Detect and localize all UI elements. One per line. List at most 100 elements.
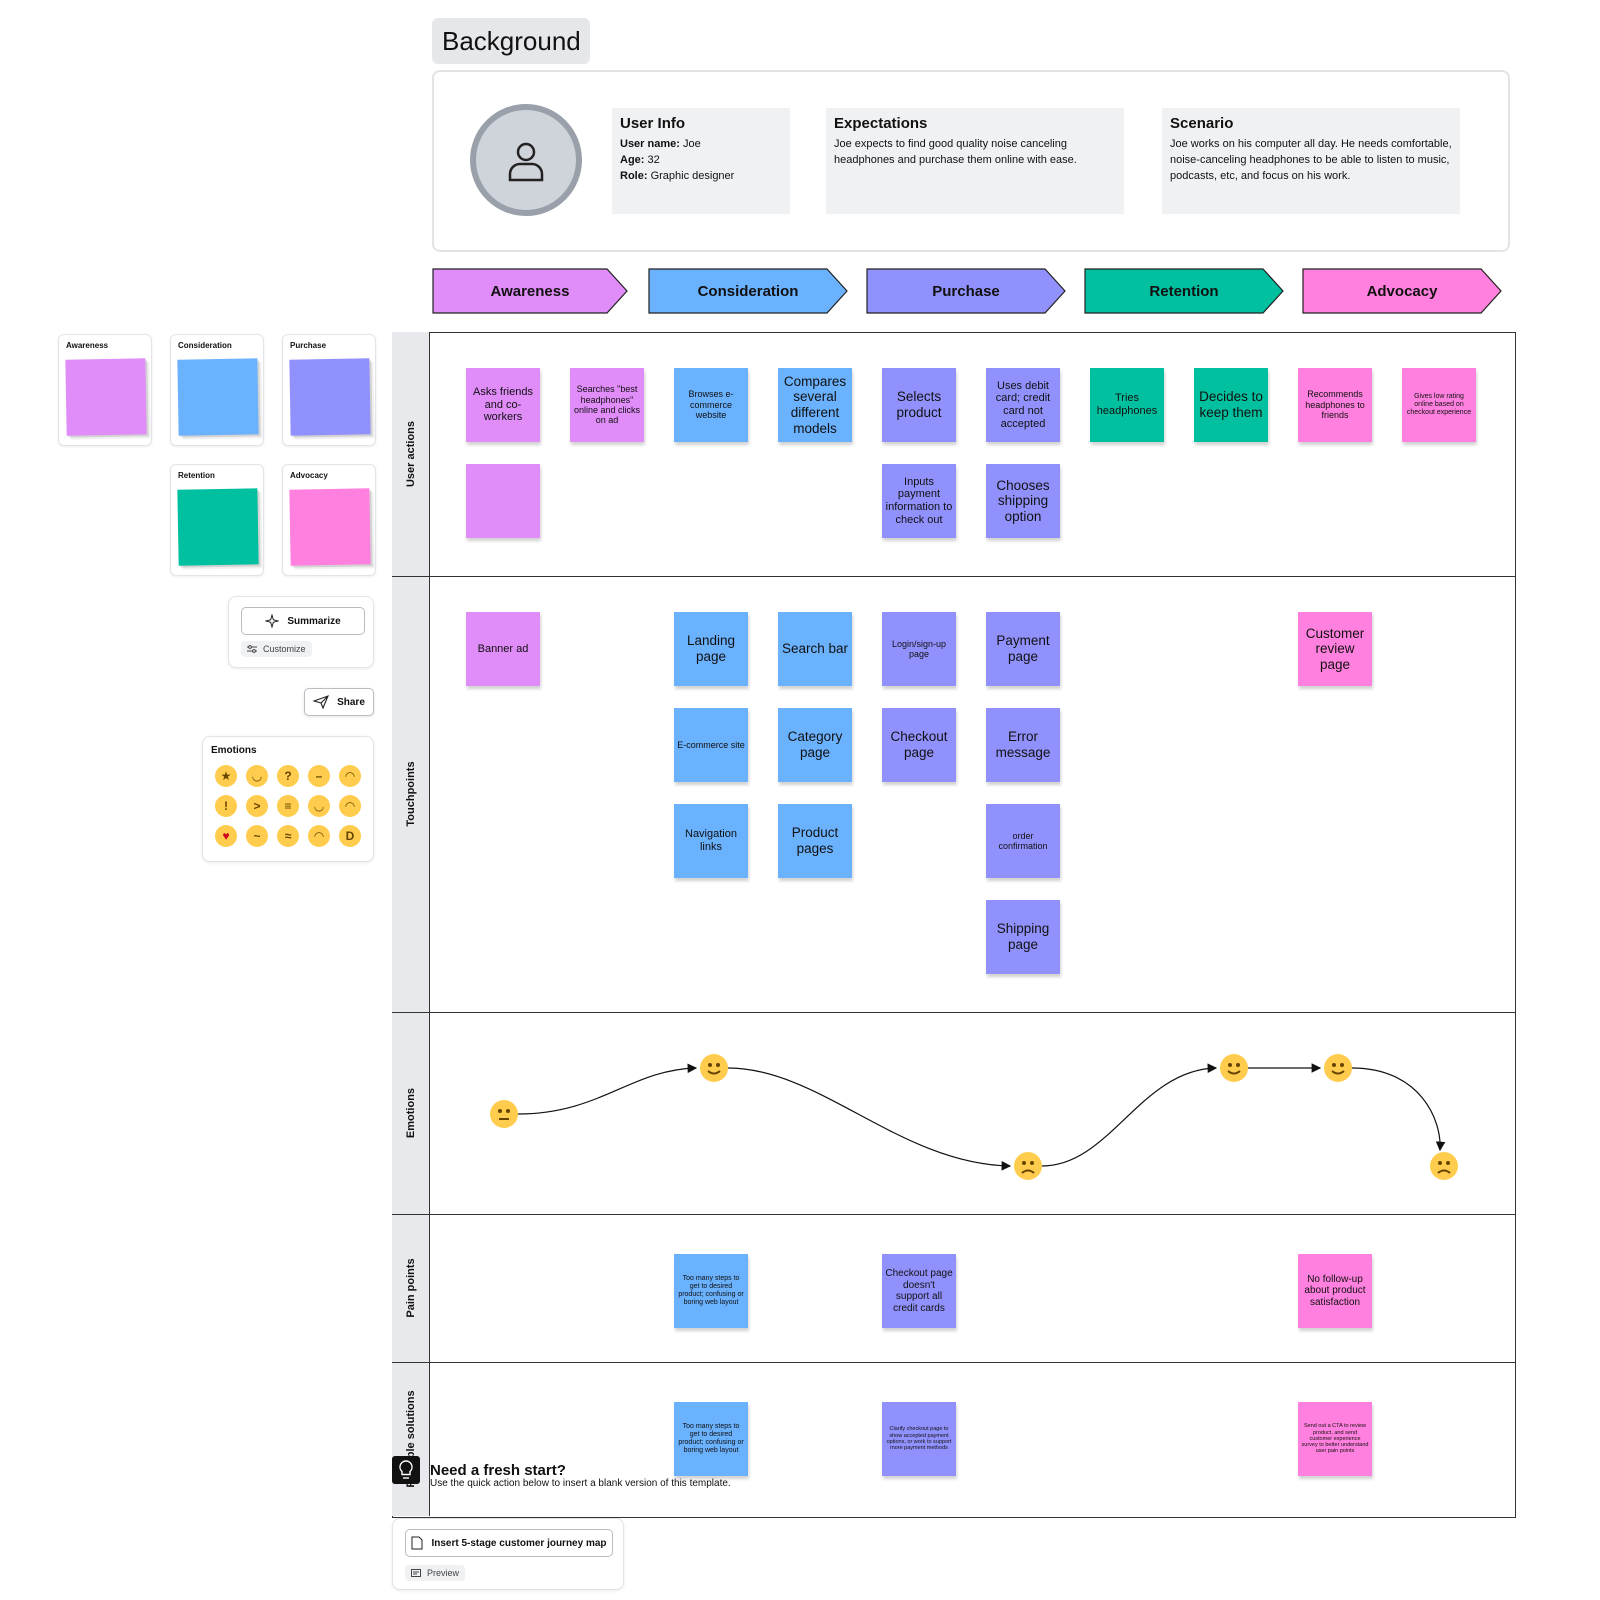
sticky-note[interactable]: Product pages xyxy=(778,804,852,878)
sticky-note[interactable]: Selects product xyxy=(882,368,956,442)
sparkle-icon xyxy=(265,614,280,628)
grin-icon[interactable]: D xyxy=(339,825,361,847)
stage-consideration: Consideration xyxy=(648,268,848,314)
sticky-note[interactable]: Gives low rating online based on checkou… xyxy=(1402,368,1476,442)
sticky-note[interactable]: Uses debit card; credit card not accepte… xyxy=(986,368,1060,442)
lightbulb-icon xyxy=(392,1456,420,1484)
smile-face-icon[interactable] xyxy=(1324,1054,1352,1082)
sticky-note[interactable]: Inputs payment information to check out xyxy=(882,464,956,538)
emotions-panel: Emotions ★ ◡ ? – ◠ ! > ≡ ◡ ◠ ♥ ~ ≈ ◠ D xyxy=(202,736,374,862)
relieved-icon[interactable]: ◡ xyxy=(308,795,330,817)
insert-journey-map-button[interactable]: Insert 5-stage customer journey map xyxy=(405,1529,613,1557)
user-name: Joe xyxy=(682,138,701,150)
frown-face-icon[interactable] xyxy=(1430,1152,1458,1180)
pad-retention[interactable]: Retention xyxy=(170,464,264,576)
frown-icon[interactable]: ◠ xyxy=(339,765,361,787)
user-info-heading: User Info xyxy=(620,115,686,132)
grimace-icon[interactable]: ≡ xyxy=(277,795,299,817)
sticky-note[interactable]: Compares several different models xyxy=(778,368,852,442)
scenario-card: Scenario Joe works on his computer all d… xyxy=(1162,108,1460,214)
smile-icon[interactable]: ◡ xyxy=(246,765,268,787)
background-title: Background xyxy=(432,18,590,64)
sticky-note[interactable]: Login/sign-up page xyxy=(882,612,956,686)
sticky-note[interactable]: Payment page xyxy=(986,612,1060,686)
star-struck-icon[interactable]: ★ xyxy=(215,765,237,787)
emotion-palette: ★ ◡ ? – ◠ ! > ≡ ◡ ◠ ♥ ~ ≈ ◠ D xyxy=(215,765,363,847)
steam-icon[interactable]: ≈ xyxy=(277,825,299,847)
smile-face-icon[interactable] xyxy=(1220,1054,1248,1082)
sticky-note[interactable]: order confirmation xyxy=(986,804,1060,878)
sticky-note[interactable]: Recommends headphones to friends xyxy=(1298,368,1372,442)
user-role: Graphic designer xyxy=(650,170,735,182)
sticky-note[interactable]: Too many steps to get to desired product… xyxy=(674,1254,748,1328)
expectations-heading: Expectations xyxy=(834,115,928,132)
preview-chip[interactable]: Preview xyxy=(405,1565,466,1581)
sticky-note[interactable]: Clarify checkout page to show accepted p… xyxy=(882,1402,956,1476)
row-label-touchpoints: Touchpoints xyxy=(392,576,430,1012)
user-info-card: User Info User name: Joe Age: 32 Role: G… xyxy=(612,108,790,214)
disappointed-icon[interactable]: ◠ xyxy=(308,825,330,847)
stage-awareness: Awareness xyxy=(432,268,628,314)
sticky-note[interactable]: Customer review page xyxy=(1298,612,1372,686)
share-button[interactable]: Share xyxy=(304,688,374,716)
row-label-pain-points: Pain points xyxy=(392,1214,430,1362)
sticky-note[interactable]: Chooses shipping option xyxy=(986,464,1060,538)
sticky-note[interactable]: Browses e-commerce website xyxy=(674,368,748,442)
worried-icon[interactable]: ~ xyxy=(246,825,268,847)
frown-face-icon[interactable] xyxy=(1014,1152,1042,1180)
heart-eyes-icon[interactable]: ♥ xyxy=(215,825,237,847)
thinking-icon[interactable]: ? xyxy=(277,765,299,787)
stage-advocacy: Advocacy xyxy=(1302,268,1502,314)
pad-awareness[interactable]: Awareness xyxy=(58,334,152,446)
sticky-note[interactable]: Error message xyxy=(986,708,1060,782)
fresh-start-text: Use the quick action below to insert a b… xyxy=(430,1478,731,1489)
customize-chip[interactable]: Customize xyxy=(241,641,312,657)
avatar xyxy=(470,104,582,216)
expectations-card: Expectations Joe expects to find good qu… xyxy=(826,108,1124,214)
fresh-start-title: Need a fresh start? xyxy=(430,1462,566,1479)
pad-purchase[interactable]: Purchase xyxy=(282,334,376,446)
summarize-panel: Summarize Customize xyxy=(228,596,374,668)
sticky-note[interactable]: No follow-up about product satisfaction xyxy=(1298,1254,1372,1328)
sticky-note[interactable]: Category page xyxy=(778,708,852,782)
crying-icon[interactable]: ◠ xyxy=(339,795,361,817)
sticky-note[interactable]: Checkout page doesn't support all credit… xyxy=(882,1254,956,1328)
sticky-note[interactable]: Asks friends and co-workers xyxy=(466,368,540,442)
angry-icon[interactable]: > xyxy=(246,795,268,817)
sticky-note[interactable]: Navigation links xyxy=(674,804,748,878)
sticky-note[interactable]: E-commerce site xyxy=(674,708,748,782)
row-label-emotions: Emotions xyxy=(392,1012,430,1214)
preview-icon xyxy=(411,1569,421,1577)
summarize-button[interactable]: Summarize xyxy=(241,607,365,635)
emotions-panel-title: Emotions xyxy=(211,745,257,756)
sticky-note[interactable]: Searches "best headphones" online and cl… xyxy=(570,368,644,442)
row-label-user-actions: User actions xyxy=(392,332,430,576)
pad-advocacy[interactable]: Advocacy xyxy=(282,464,376,576)
user-age: 32 xyxy=(647,154,660,166)
sticky-note[interactable]: Decides to keep them xyxy=(1194,368,1268,442)
sticky-note[interactable]: Shipping page xyxy=(986,900,1060,974)
document-icon xyxy=(411,1536,423,1550)
neutral-face-icon[interactable] xyxy=(490,1100,518,1128)
sticky-note[interactable] xyxy=(466,464,540,538)
sticky-note[interactable]: Landing page xyxy=(674,612,748,686)
insert-template-panel: Insert 5-stage customer journey map Prev… xyxy=(392,1518,624,1590)
sticky-note[interactable]: Tries headphones xyxy=(1090,368,1164,442)
sliders-icon xyxy=(247,645,257,653)
sticky-note[interactable]: Checkout page xyxy=(882,708,956,782)
neutral-icon[interactable]: – xyxy=(308,765,330,787)
stage-purchase: Purchase xyxy=(866,268,1066,314)
expectations-text: Joe expects to find good quality noise c… xyxy=(834,138,1077,166)
send-icon xyxy=(313,695,330,709)
scenario-heading: Scenario xyxy=(1170,115,1234,132)
sticky-note[interactable]: Search bar xyxy=(778,612,852,686)
mind-blown-icon[interactable]: ! xyxy=(215,795,237,817)
row-label-possible-solutions: Possible solutions xyxy=(392,1362,430,1516)
sticky-note[interactable]: Too many steps to get to desired product… xyxy=(674,1402,748,1476)
sticky-note[interactable]: Banner ad xyxy=(466,612,540,686)
sticky-note[interactable]: Send out a CTA to review product, and se… xyxy=(1298,1402,1372,1476)
user-icon xyxy=(508,142,544,182)
pad-consideration[interactable]: Consideration xyxy=(170,334,264,446)
smile-face-icon[interactable] xyxy=(700,1054,728,1082)
